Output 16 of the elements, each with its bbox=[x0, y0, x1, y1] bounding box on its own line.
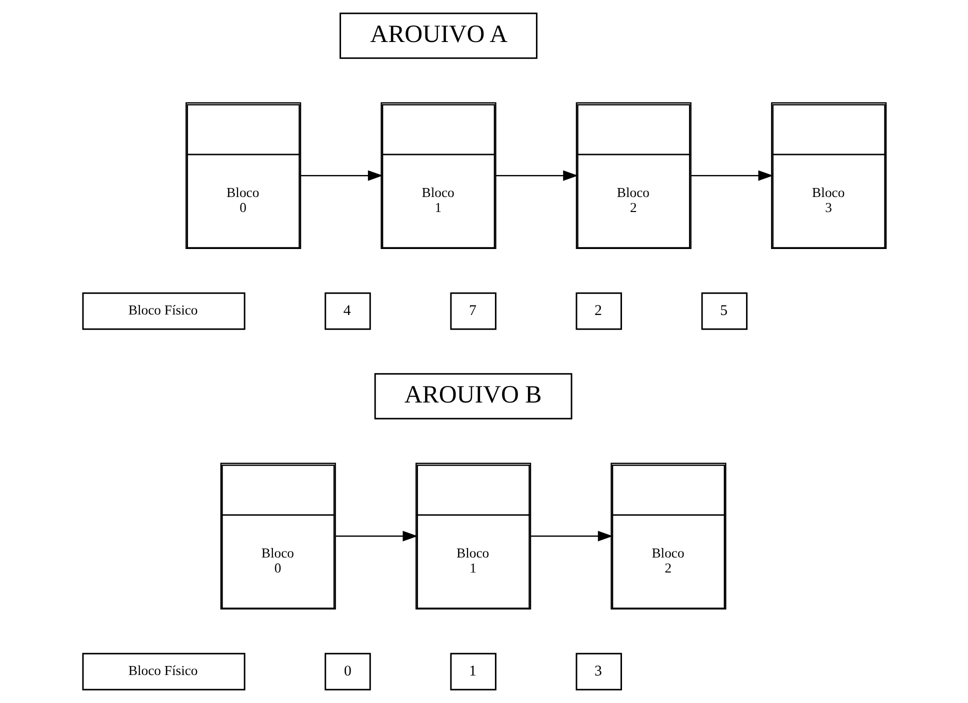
arrow bbox=[690, 170, 773, 181]
node-box: AROUIVO A bbox=[339, 12, 537, 59]
node-box: Bloco Físico bbox=[82, 652, 245, 690]
arrow bbox=[335, 530, 418, 542]
node-box: Bloco Físico bbox=[82, 292, 245, 330]
node-box: 1 bbox=[450, 652, 496, 690]
node-box: 4 bbox=[324, 292, 370, 330]
arrow bbox=[530, 530, 612, 542]
arrow bbox=[496, 170, 578, 181]
arrow bbox=[300, 170, 382, 181]
node-box: 7 bbox=[450, 292, 496, 330]
node-box: 2 bbox=[575, 292, 622, 330]
node-box: AROUIVO B bbox=[374, 373, 572, 420]
node-box: 5 bbox=[700, 292, 748, 330]
node-box: 0 bbox=[324, 652, 370, 690]
node-box: 3 bbox=[575, 652, 622, 690]
